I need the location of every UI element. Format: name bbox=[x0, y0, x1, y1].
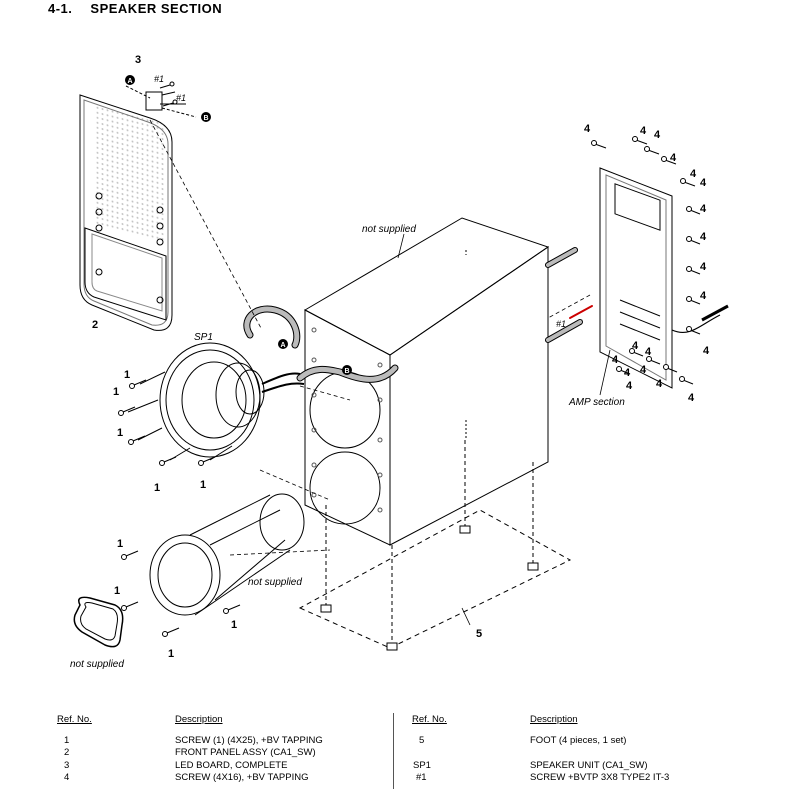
annotation-amp-section: AMP section bbox=[568, 397, 625, 408]
table-row-desc: SCREW +BVTP 3X8 TYPE2 IT-3 bbox=[530, 772, 670, 783]
callout-screw-1: 1 bbox=[117, 538, 123, 550]
callout-screw-4: 4 bbox=[700, 261, 707, 273]
callout-screw-4: 4 bbox=[632, 340, 639, 352]
callout-screw-4: 4 bbox=[640, 364, 647, 376]
callout-screw-4: 4 bbox=[700, 177, 707, 189]
callout-front-panel: 2 bbox=[92, 319, 98, 331]
cabinet-drawing bbox=[303, 217, 550, 546]
callout-screw-4: 4 bbox=[626, 380, 633, 392]
table-row-ref: 4 bbox=[64, 772, 70, 783]
callout-screw-4: 4 bbox=[624, 367, 631, 379]
table-row-ref: 2 bbox=[64, 747, 70, 758]
callout-screw-4: 4 bbox=[670, 152, 677, 164]
callout-screw-4: 4 bbox=[654, 129, 661, 141]
marker-b-top: B bbox=[203, 115, 208, 122]
front-panel-drawing bbox=[79, 94, 173, 331]
callout-screw-1: 1 bbox=[231, 619, 237, 631]
table-row-desc: FOOT (4 pieces, 1 set) bbox=[530, 735, 627, 746]
callout-screw-4: 4 bbox=[700, 231, 707, 243]
table-row-desc: SPEAKER UNIT (CA1_SW) bbox=[530, 760, 648, 771]
callout-screw-1: 1 bbox=[113, 386, 119, 398]
callout-screw-1: 1 bbox=[114, 585, 120, 597]
callout-screw-4: 4 bbox=[690, 168, 697, 180]
callout-foot: 5 bbox=[476, 628, 482, 640]
callout-screw-4: 4 bbox=[645, 346, 652, 358]
callout-screw-1: 1 bbox=[124, 369, 130, 381]
marker-b-cable: B bbox=[344, 368, 349, 375]
feet-drawing bbox=[298, 440, 572, 651]
amp-section-drawing bbox=[599, 167, 729, 389]
table-row-desc: FRONT PANEL ASSY (CA1_SW) bbox=[175, 747, 316, 758]
table-row-ref: 3 bbox=[64, 760, 70, 771]
cables-drawing bbox=[243, 247, 593, 383]
callout-led-board: 3 bbox=[135, 54, 141, 66]
callout-screw-bvtp: #1 bbox=[176, 93, 186, 103]
screws-drawing bbox=[118, 81, 701, 637]
table-row-ref: SP1 bbox=[413, 760, 431, 771]
table-header-ref-right: Ref. No. bbox=[412, 714, 447, 725]
callout-speaker-unit: SP1 bbox=[194, 332, 213, 343]
callout-screw-4: 4 bbox=[703, 345, 710, 357]
table-header-description-right: Description bbox=[530, 714, 578, 725]
marker-a-cable: A bbox=[280, 342, 285, 349]
section-title: SPEAKER SECTION bbox=[90, 1, 223, 16]
callout-screw-1: 1 bbox=[154, 482, 160, 494]
callout-screw-bvtp: #1 bbox=[154, 74, 164, 84]
callout-screw-4: 4 bbox=[584, 123, 591, 135]
annotation-not-supplied-duct: not supplied bbox=[248, 577, 302, 588]
table-row-desc: SCREW (1) (4X25), +BV TAPPING bbox=[175, 735, 323, 746]
table-row-ref: 5 bbox=[419, 735, 425, 746]
callout-screw-4: 4 bbox=[612, 354, 619, 366]
table-row-desc: SCREW (4X16), +BV TAPPING bbox=[175, 772, 309, 783]
callout-screw-4: 4 bbox=[688, 392, 695, 404]
guide-lines bbox=[149, 119, 591, 556]
annotation-not-supplied-cabinet: not supplied bbox=[362, 224, 416, 235]
table-divider bbox=[393, 713, 394, 789]
callout-screw-4: 4 bbox=[700, 290, 707, 302]
table-header-ref-left: Ref. No. bbox=[57, 714, 92, 725]
table-row-desc: LED BOARD, COMPLETE bbox=[175, 760, 288, 771]
port-duct-drawing bbox=[149, 493, 305, 616]
section-number: 4-1. bbox=[48, 1, 73, 16]
callout-screw-1: 1 bbox=[200, 479, 206, 491]
marker-a-top: A bbox=[127, 78, 132, 85]
table-row-ref: 1 bbox=[64, 735, 70, 746]
callout-screw-1: 1 bbox=[117, 427, 123, 439]
callout-screw-bvtp: #1 bbox=[556, 319, 566, 329]
callout-screw-4: 4 bbox=[700, 203, 707, 215]
annotation-not-supplied-ring: not supplied bbox=[70, 659, 124, 670]
table-row-ref: #1 bbox=[416, 772, 427, 783]
led-board-drawing bbox=[125, 85, 197, 118]
marker-circles bbox=[125, 75, 352, 375]
ring-gasket-drawing bbox=[73, 596, 124, 648]
table-header-description-left: Description bbox=[175, 714, 223, 725]
callout-screw-4: 4 bbox=[656, 378, 663, 390]
callout-screw-1: 1 bbox=[168, 648, 174, 660]
page-title: 4-1. SPEAKER SECTION bbox=[48, 1, 222, 16]
callout-screw-4: 4 bbox=[640, 125, 647, 137]
